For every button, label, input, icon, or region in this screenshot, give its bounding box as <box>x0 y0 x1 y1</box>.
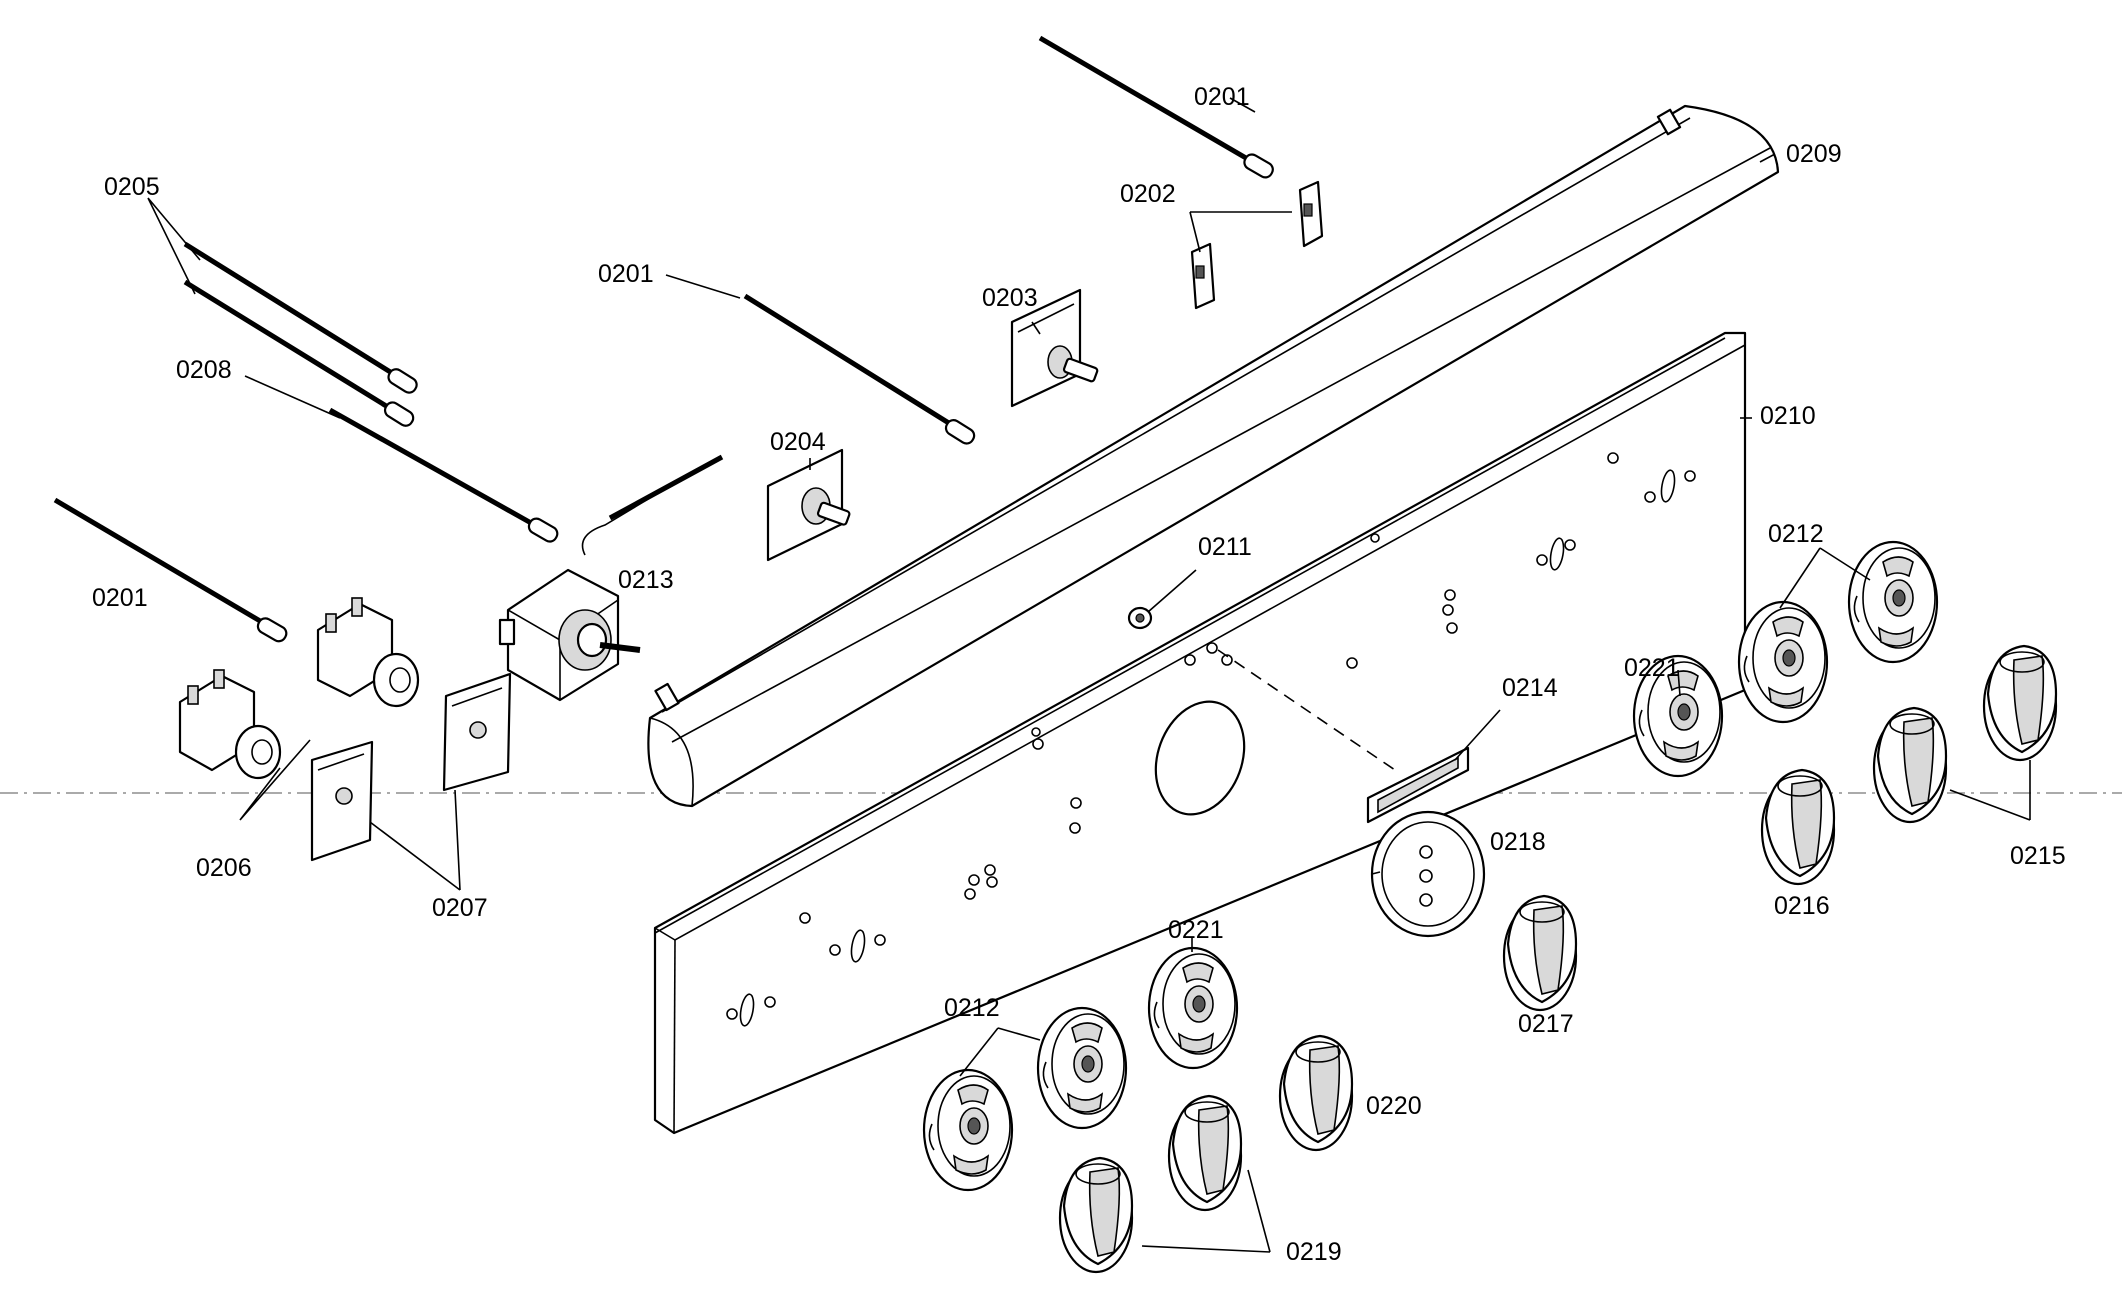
label-0201-mid: 0201 <box>598 260 654 288</box>
rod-0201-left <box>53 497 288 643</box>
label-0209: 0209 <box>1786 140 1842 168</box>
switch-0202-b <box>1190 242 1216 310</box>
label-0221-left: 0221 <box>1168 916 1224 944</box>
label-0206: 0206 <box>196 854 252 882</box>
label-0210: 0210 <box>1760 402 1816 430</box>
rod-0201-mid <box>743 293 976 445</box>
bezel-0212-right-a <box>1737 600 1829 724</box>
label-0216: 0216 <box>1774 892 1830 920</box>
label-0215: 0215 <box>2010 842 2066 870</box>
label-0214: 0214 <box>1502 674 1558 702</box>
label-0202: 0202 <box>1120 180 1176 208</box>
callout-labels: 0201 0202 0203 0204 0205 0208 0201 0201 … <box>92 83 2066 1266</box>
label-0212-left: 0212 <box>944 994 1000 1022</box>
knob-0217 <box>1502 894 1578 1012</box>
label-0221-right: 0221 <box>1624 654 1680 682</box>
bezel-0221-left <box>1147 946 1239 1070</box>
bezel-0218 <box>1370 810 1486 938</box>
label-0212-right: 0212 <box>1768 520 1824 548</box>
switch-board-0207-b <box>310 740 374 862</box>
knob-0219-b <box>1058 1156 1134 1274</box>
label-0204: 0204 <box>770 428 826 456</box>
knob-0219-a <box>1167 1094 1243 1212</box>
label-0220: 0220 <box>1366 1092 1422 1120</box>
label-0219: 0219 <box>1286 1238 1342 1266</box>
leader-lines <box>147 97 2031 1253</box>
label-0217: 0217 <box>1518 1010 1574 1038</box>
panel-holes <box>726 452 1696 1027</box>
bezel-0212-left-a <box>1036 1006 1128 1130</box>
trim-bar <box>647 104 1780 808</box>
thermostat-0213 <box>498 454 724 702</box>
label-0213: 0213 <box>618 566 674 594</box>
switch-0202-a <box>1298 180 1324 248</box>
badge-0214 <box>1366 746 1470 824</box>
rod-0201-top <box>1038 35 1274 179</box>
rod-0208 <box>328 407 559 543</box>
valve-0206-a <box>316 597 420 708</box>
rod-0205-a <box>183 241 418 394</box>
label-0201-left: 0201 <box>92 584 148 612</box>
valve-0206-b <box>178 669 282 780</box>
knob-0215-b <box>1872 706 1948 824</box>
switch-plate-0204 <box>766 448 851 562</box>
clip-0211 <box>1127 606 1153 630</box>
switch-board-0207-a <box>442 672 512 792</box>
label-0208: 0208 <box>176 356 232 384</box>
label-0218: 0218 <box>1490 828 1546 856</box>
label-0205: 0205 <box>104 173 160 201</box>
knob-0215-a <box>1982 644 2058 762</box>
label-0203: 0203 <box>982 284 1038 312</box>
control-panel <box>653 331 1747 1135</box>
knob-0220 <box>1278 1034 1354 1152</box>
label-0207: 0207 <box>432 894 488 922</box>
rod-0205-b <box>183 279 415 427</box>
bezel-0212-right-b <box>1847 540 1939 664</box>
switch-plate-0203 <box>1010 288 1099 408</box>
knob-0216 <box>1760 768 1836 886</box>
label-0201-top: 0201 <box>1194 83 1250 111</box>
bezel-0212-left-b <box>922 1068 1014 1192</box>
label-0211: 0211 <box>1198 533 1252 561</box>
